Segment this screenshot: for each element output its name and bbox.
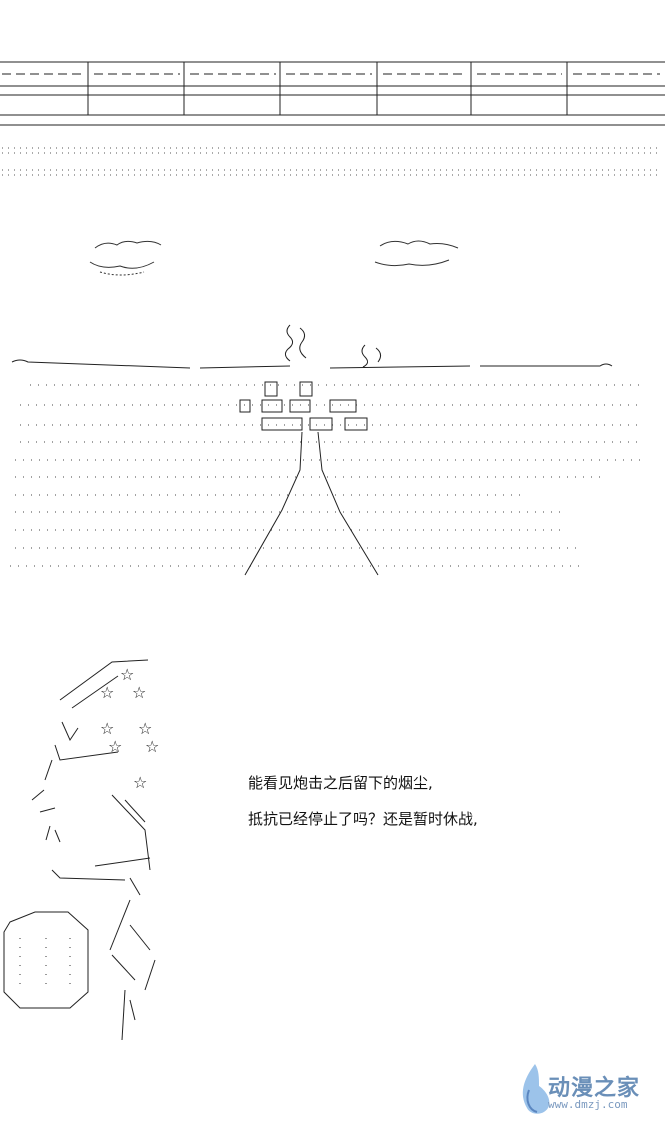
buildings xyxy=(239,381,368,431)
stars: ☆ ☆ ☆ ☆ ☆ ☆ ☆ ☆ xyxy=(100,665,159,792)
svg-text:☆: ☆ xyxy=(108,737,122,756)
road xyxy=(244,431,379,576)
svg-text:☆: ☆ xyxy=(100,683,114,702)
dotted-rows xyxy=(2,147,660,176)
horizon xyxy=(11,359,613,369)
cloud-right xyxy=(374,240,459,267)
smoke-plume xyxy=(284,324,382,368)
watermark-url: www.dmzj.com xyxy=(548,1098,628,1111)
svg-text:☆: ☆ xyxy=(138,719,152,738)
svg-text:☆: ☆ xyxy=(133,773,147,792)
cloud-left xyxy=(89,240,162,276)
caption-line-2: 抵抗已经停止了吗？还是暂时休战, xyxy=(248,810,478,828)
character-figure xyxy=(31,659,156,1041)
shield-dots xyxy=(19,938,71,990)
svg-text:☆: ☆ xyxy=(145,737,159,756)
city-dots xyxy=(10,384,640,567)
svg-text:☆: ☆ xyxy=(120,665,134,684)
watermark-text: 动漫之家 xyxy=(548,1076,641,1101)
shield-box xyxy=(3,911,89,1009)
caption-line-1: 能看见炮击之后留下的烟尘, xyxy=(248,774,433,792)
watermark-logo-icon xyxy=(522,1064,550,1114)
city-texture xyxy=(20,384,640,385)
header-rules xyxy=(0,61,665,126)
svg-text:☆: ☆ xyxy=(132,683,146,702)
svg-text:☆: ☆ xyxy=(100,719,114,738)
